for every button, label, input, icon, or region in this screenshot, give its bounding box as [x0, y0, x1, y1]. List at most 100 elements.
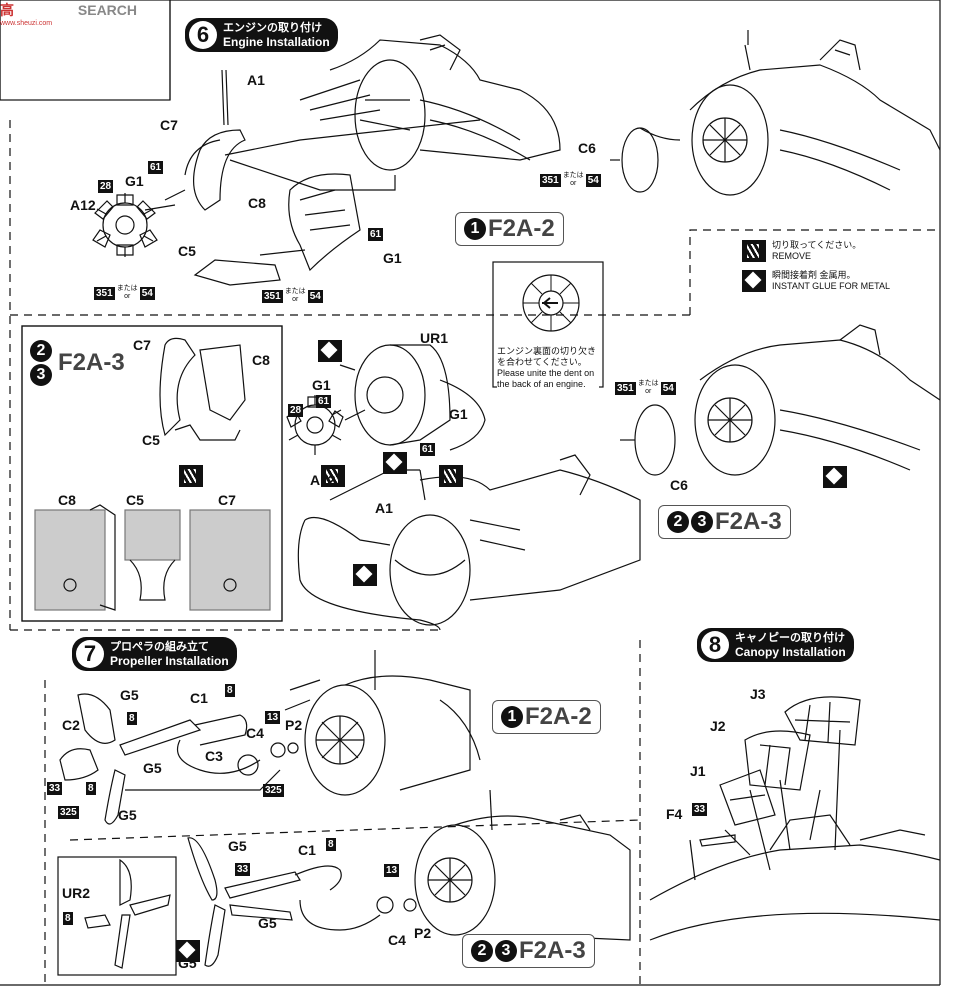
part-label-g5-a: G5 [120, 687, 139, 703]
paint-8-c1-b: 8 [326, 838, 336, 851]
paint-325-b: 325 [263, 784, 284, 797]
remove-icon [742, 240, 766, 262]
part-label-j3: J3 [750, 686, 766, 702]
paint-13-b: 13 [384, 864, 400, 877]
step8-title-en: Canopy Installation [735, 645, 846, 659]
legend-remove-jp: 切り取ってください。 [772, 240, 862, 250]
step8-title-jp: キャノピーの取り付け [735, 632, 845, 644]
paint-or-en-d: or [645, 388, 652, 395]
part-label-c1-a: C1 [190, 690, 208, 706]
paint-8-ur2: 8 [63, 912, 73, 925]
variant-f2a3-prop: 2 3 F2A-3 [462, 934, 595, 968]
variant-f2a3-right: 2 3 F2A-3 [658, 505, 791, 539]
glue-icon-right [823, 466, 848, 488]
part-label-a1-mid: A1 [375, 500, 393, 516]
part-label-a1-top: A1 [247, 72, 265, 88]
paint-351-c: 351 [540, 173, 561, 187]
paint-28-top: 28 [98, 180, 114, 193]
paint-61-right: 61 [368, 228, 384, 241]
part-label-c8-top: C8 [248, 195, 266, 211]
part-label-a12-mid: A12 [310, 472, 336, 488]
paint-or-jp-d: または [637, 380, 659, 387]
variant-f2a2-top: 1 F2A-2 [455, 212, 564, 246]
paint-or-en-a: or [124, 293, 131, 300]
step7-badge: 7 プロペラの組み立て Propeller Installation [72, 637, 237, 671]
paint-61-mid: 61 [316, 395, 332, 408]
part-label-c4-b: C4 [388, 932, 406, 948]
part-label-g5-d: G5 [228, 838, 247, 854]
paint-13-a: 13 [265, 711, 281, 724]
paint-54-b: 54 [307, 289, 323, 303]
variant-f2a3-inset-num-3: 3 [30, 364, 52, 386]
paint-61-mid-right: 61 [420, 443, 436, 456]
paint-54-d: 54 [660, 381, 676, 395]
step6-badge: 6 エンジンの取り付け Engine Installation [185, 18, 338, 52]
variant-f2a3-prop-num-3: 3 [495, 940, 517, 962]
legend-glue: 瞬間接着剤 金属用。 INSTANT GLUE FOR METAL [742, 270, 890, 292]
paint-54-a: 54 [139, 286, 155, 300]
watermark: 高 SEARCH www.sheuzi.com [0, 0, 137, 27]
step7-title-jp: プロペラの組み立て [110, 641, 209, 653]
part-label-ur1: UR1 [420, 330, 449, 346]
variant-f2a3-inset-label: F2A-3 [58, 349, 125, 376]
part-label-j1: J1 [690, 763, 706, 779]
variant-f2a3-prop-num-2: 2 [471, 940, 493, 962]
part-label-c5-top: C5 [178, 243, 196, 259]
paint-or-en-b: or [292, 296, 299, 303]
paint-351-b: 351 [262, 289, 283, 303]
propeller-inset-box [57, 856, 177, 976]
paint-33-b: 33 [235, 863, 251, 876]
legend-remove-en: REMOVE [772, 251, 812, 261]
paint-33-f4: 33 [692, 803, 708, 816]
variant-f2a3-inset: 2 3 F2A-3 [30, 340, 125, 386]
glue-icon-cowl [352, 564, 377, 586]
part-label-a12-top: A12 [70, 197, 96, 213]
step6-title-jp: エンジンの取り付け [223, 22, 322, 34]
variant-f2a3-right-label: F2A-3 [715, 508, 782, 535]
legend-remove: 切り取ってください。 REMOVE [742, 240, 861, 262]
instant-glue-icon [742, 270, 766, 292]
part-label-c7-top: C7 [160, 117, 178, 133]
step7-title-en: Propeller Installation [110, 654, 229, 668]
paint-or-jp-c: または [562, 172, 584, 179]
paint-or-jp-a: または [116, 285, 138, 292]
legend-glue-jp: 瞬間接着剤 金属用。 [772, 270, 856, 280]
remove-icon-c8 [179, 465, 204, 487]
paint-33-a: 33 [47, 782, 63, 795]
part-label-g5-c: G5 [118, 807, 137, 823]
part-label-c8-panel: C8 [58, 492, 76, 508]
legend-glue-en: INSTANT GLUE FOR METAL [772, 281, 891, 291]
paint-8-c1: 8 [225, 684, 235, 697]
variant-f2a2-top-label: F2A-2 [488, 215, 555, 242]
part-label-g5-e: G5 [258, 915, 277, 931]
part-label-c4-a: C4 [246, 725, 264, 741]
watermark-url: www.sheuzi.com [0, 20, 53, 27]
paint-61-top: 61 [148, 161, 164, 174]
part-label-c2: C2 [62, 717, 80, 733]
step8-badge: 8 キャノピーの取り付け Canopy Installation [697, 628, 854, 662]
part-label-g5-b: G5 [143, 760, 162, 776]
part-label-g5-f: G5 [178, 955, 197, 971]
engine-rear-illustration [520, 268, 582, 343]
part-label-c7-panel: C7 [218, 492, 236, 508]
paint-or-jp-b: または [284, 288, 306, 295]
variant-f2a3-right-num-3: 3 [691, 511, 713, 533]
part-label-c5-panel: C5 [126, 492, 144, 508]
variant-f2a3-right-num-2: 2 [667, 511, 689, 533]
part-label-g1-top: G1 [125, 173, 144, 189]
paint-351-d: 351 [615, 381, 636, 395]
watermark-cn: 高 [0, 2, 14, 18]
part-label-c6-right: C6 [670, 477, 688, 493]
step6-number: 6 [189, 21, 217, 49]
variant-f2a2-prop-num: 1 [501, 706, 523, 728]
variant-f2a2-top-num: 1 [464, 218, 486, 240]
part-label-c6-top: C6 [578, 140, 596, 156]
part-label-c5-inset: C5 [142, 432, 160, 448]
variant-f2a2-prop: 1 F2A-2 [492, 700, 601, 734]
part-label-c3: C3 [205, 748, 223, 764]
glue-icon-ur1 [318, 340, 342, 362]
